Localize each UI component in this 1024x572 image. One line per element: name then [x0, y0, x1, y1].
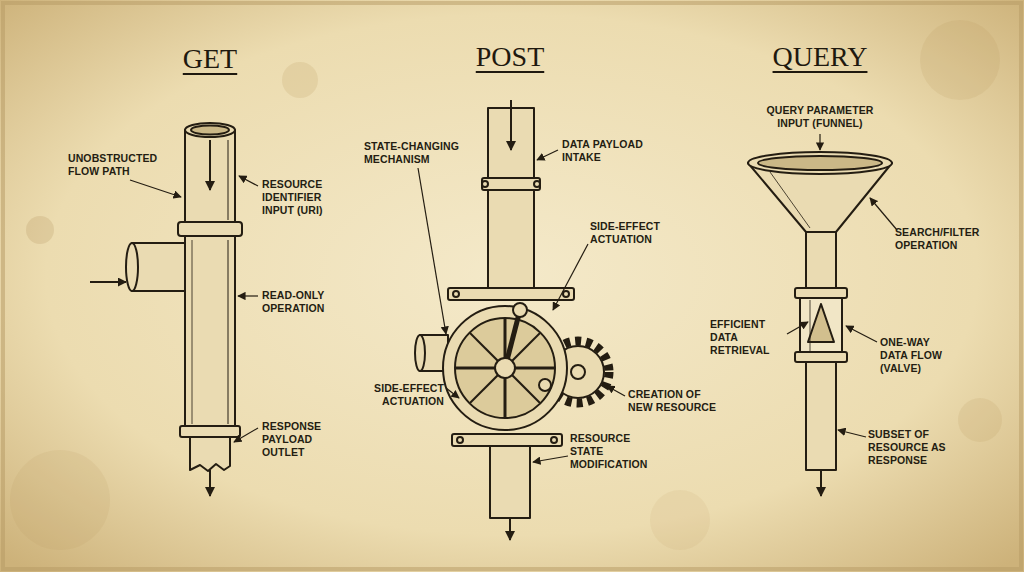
callout-label: READ-ONLY OPERATION: [262, 289, 347, 315]
post-valve: [415, 100, 609, 540]
callout-label: QUERY PARAMETER INPUT (FUNNEL): [750, 104, 890, 130]
get-pipe: [90, 123, 242, 496]
callout-label: RESPONSE PAYLOAD OUTLET: [262, 420, 342, 458]
callout-label: SEARCH/FILTER OPERATION: [895, 226, 1000, 252]
callout-label: RESOURCE STATE MODIFICATION: [570, 432, 665, 470]
method-heading: QUERY: [745, 42, 895, 73]
callout-label: SIDE-EFFECT ACTUATION: [360, 382, 444, 408]
callout-label: UNOBSTRUCTED FLOW PATH: [68, 152, 168, 178]
leader-lines: [130, 134, 897, 462]
method-heading: POST: [450, 42, 570, 73]
callout-label: CREATION OF NEW RESOURCE: [628, 388, 728, 414]
callout-label: SIDE-EFFECT ACTUATION: [590, 220, 680, 246]
method-heading: GET: [150, 44, 270, 75]
callout-label: DATA PAYLOAD INTAKE: [562, 138, 662, 164]
callout-label: STATE-CHANGING MECHANISM: [364, 140, 482, 166]
callout-label: SUBSET OF RESOURCE AS RESPONSE: [868, 428, 956, 466]
callout-label: EFFICIENT DATA RETRIEVAL: [710, 318, 785, 356]
callout-label: ONE-WAY DATA FLOW (VALVE): [880, 336, 955, 374]
callout-label: RESOURCE IDENTIFIER INPUT (URI): [262, 178, 347, 216]
